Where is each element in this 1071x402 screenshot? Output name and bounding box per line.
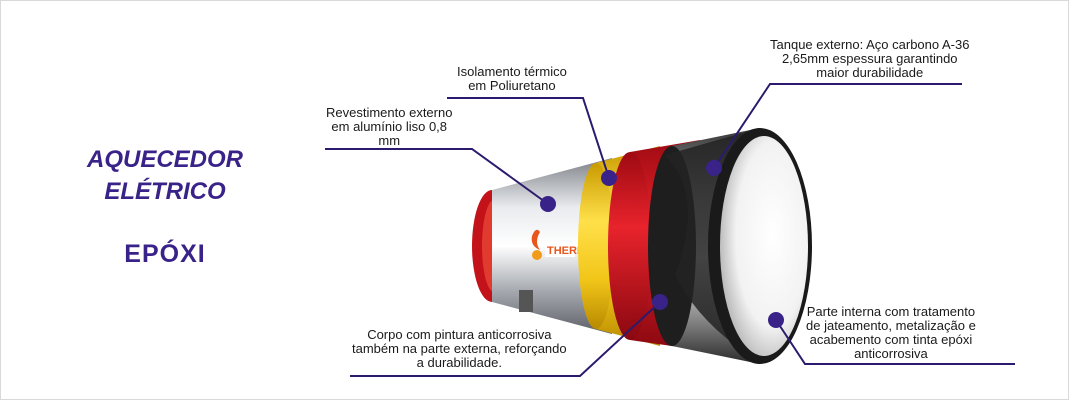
- label-tanque-line: maior durabilidade: [816, 65, 924, 80]
- leader-isolamento: [447, 97, 610, 179]
- label-tanque-line: Tanque externo: Aço carbono A-36: [770, 37, 970, 52]
- label-corpo: Corpo com pintura anticorrosiva também n…: [352, 328, 567, 370]
- marker-interna: [768, 312, 784, 328]
- label-isolamento: Isolamento térmico em Poliuretano: [457, 65, 567, 93]
- label-tanque: Tanque externo: Aço carbono A-36 2,65mm …: [770, 38, 969, 80]
- label-interna-line: de jateamento, metalização e: [806, 318, 976, 333]
- marker-isolamento: [601, 170, 617, 186]
- tank-opening: [708, 128, 812, 364]
- therm-logo-text: THERM: [547, 245, 586, 257]
- label-revestimento-line: mm: [378, 133, 401, 148]
- label-corpo-line: Corpo com pintura anticorrosiva: [367, 327, 552, 342]
- therm-logo: THERM: [531, 229, 586, 260]
- label-corpo-line: a durabilidade.: [416, 355, 502, 370]
- marker-corpo: [652, 294, 668, 310]
- label-corpo-line: também na parte externa, reforçando: [352, 341, 567, 356]
- label-interna: Parte interna com tratamento de jateamen…: [806, 305, 976, 361]
- label-isolamento-line: Isolamento térmico: [457, 64, 567, 79]
- subtitle: EPÓXI: [124, 240, 206, 268]
- title-line-1: AQUECEDOR: [86, 146, 243, 173]
- label-isolamento-line: em Poliuretano: [468, 78, 556, 93]
- marker-tanque: [706, 160, 722, 176]
- label-tanque-line: 2,65mm espessura garantindo: [781, 51, 958, 66]
- label-revestimento-line: em alumínio liso 0,8: [331, 119, 448, 134]
- title-line-2: ELÉTRICO: [104, 178, 226, 205]
- label-interna-line: anticorrosiva: [854, 346, 928, 361]
- label-interna-line: acabemento com tinta epóxi: [809, 332, 973, 347]
- label-revestimento: Revestimento externo em alumínio liso 0,…: [326, 106, 452, 148]
- leader-corpo: [350, 301, 661, 377]
- support-foot: [519, 290, 533, 312]
- leader-lines: [325, 83, 1015, 377]
- label-interna-line: Parte interna com tratamento: [806, 304, 976, 319]
- leader-revestimento: [325, 148, 549, 205]
- marker-dots: [540, 160, 784, 328]
- leader-interna: [775, 319, 1015, 365]
- label-revestimento-line: Revestimento externo: [326, 105, 453, 120]
- leader-tanque: [713, 83, 962, 169]
- marker-revestimento: [540, 196, 556, 212]
